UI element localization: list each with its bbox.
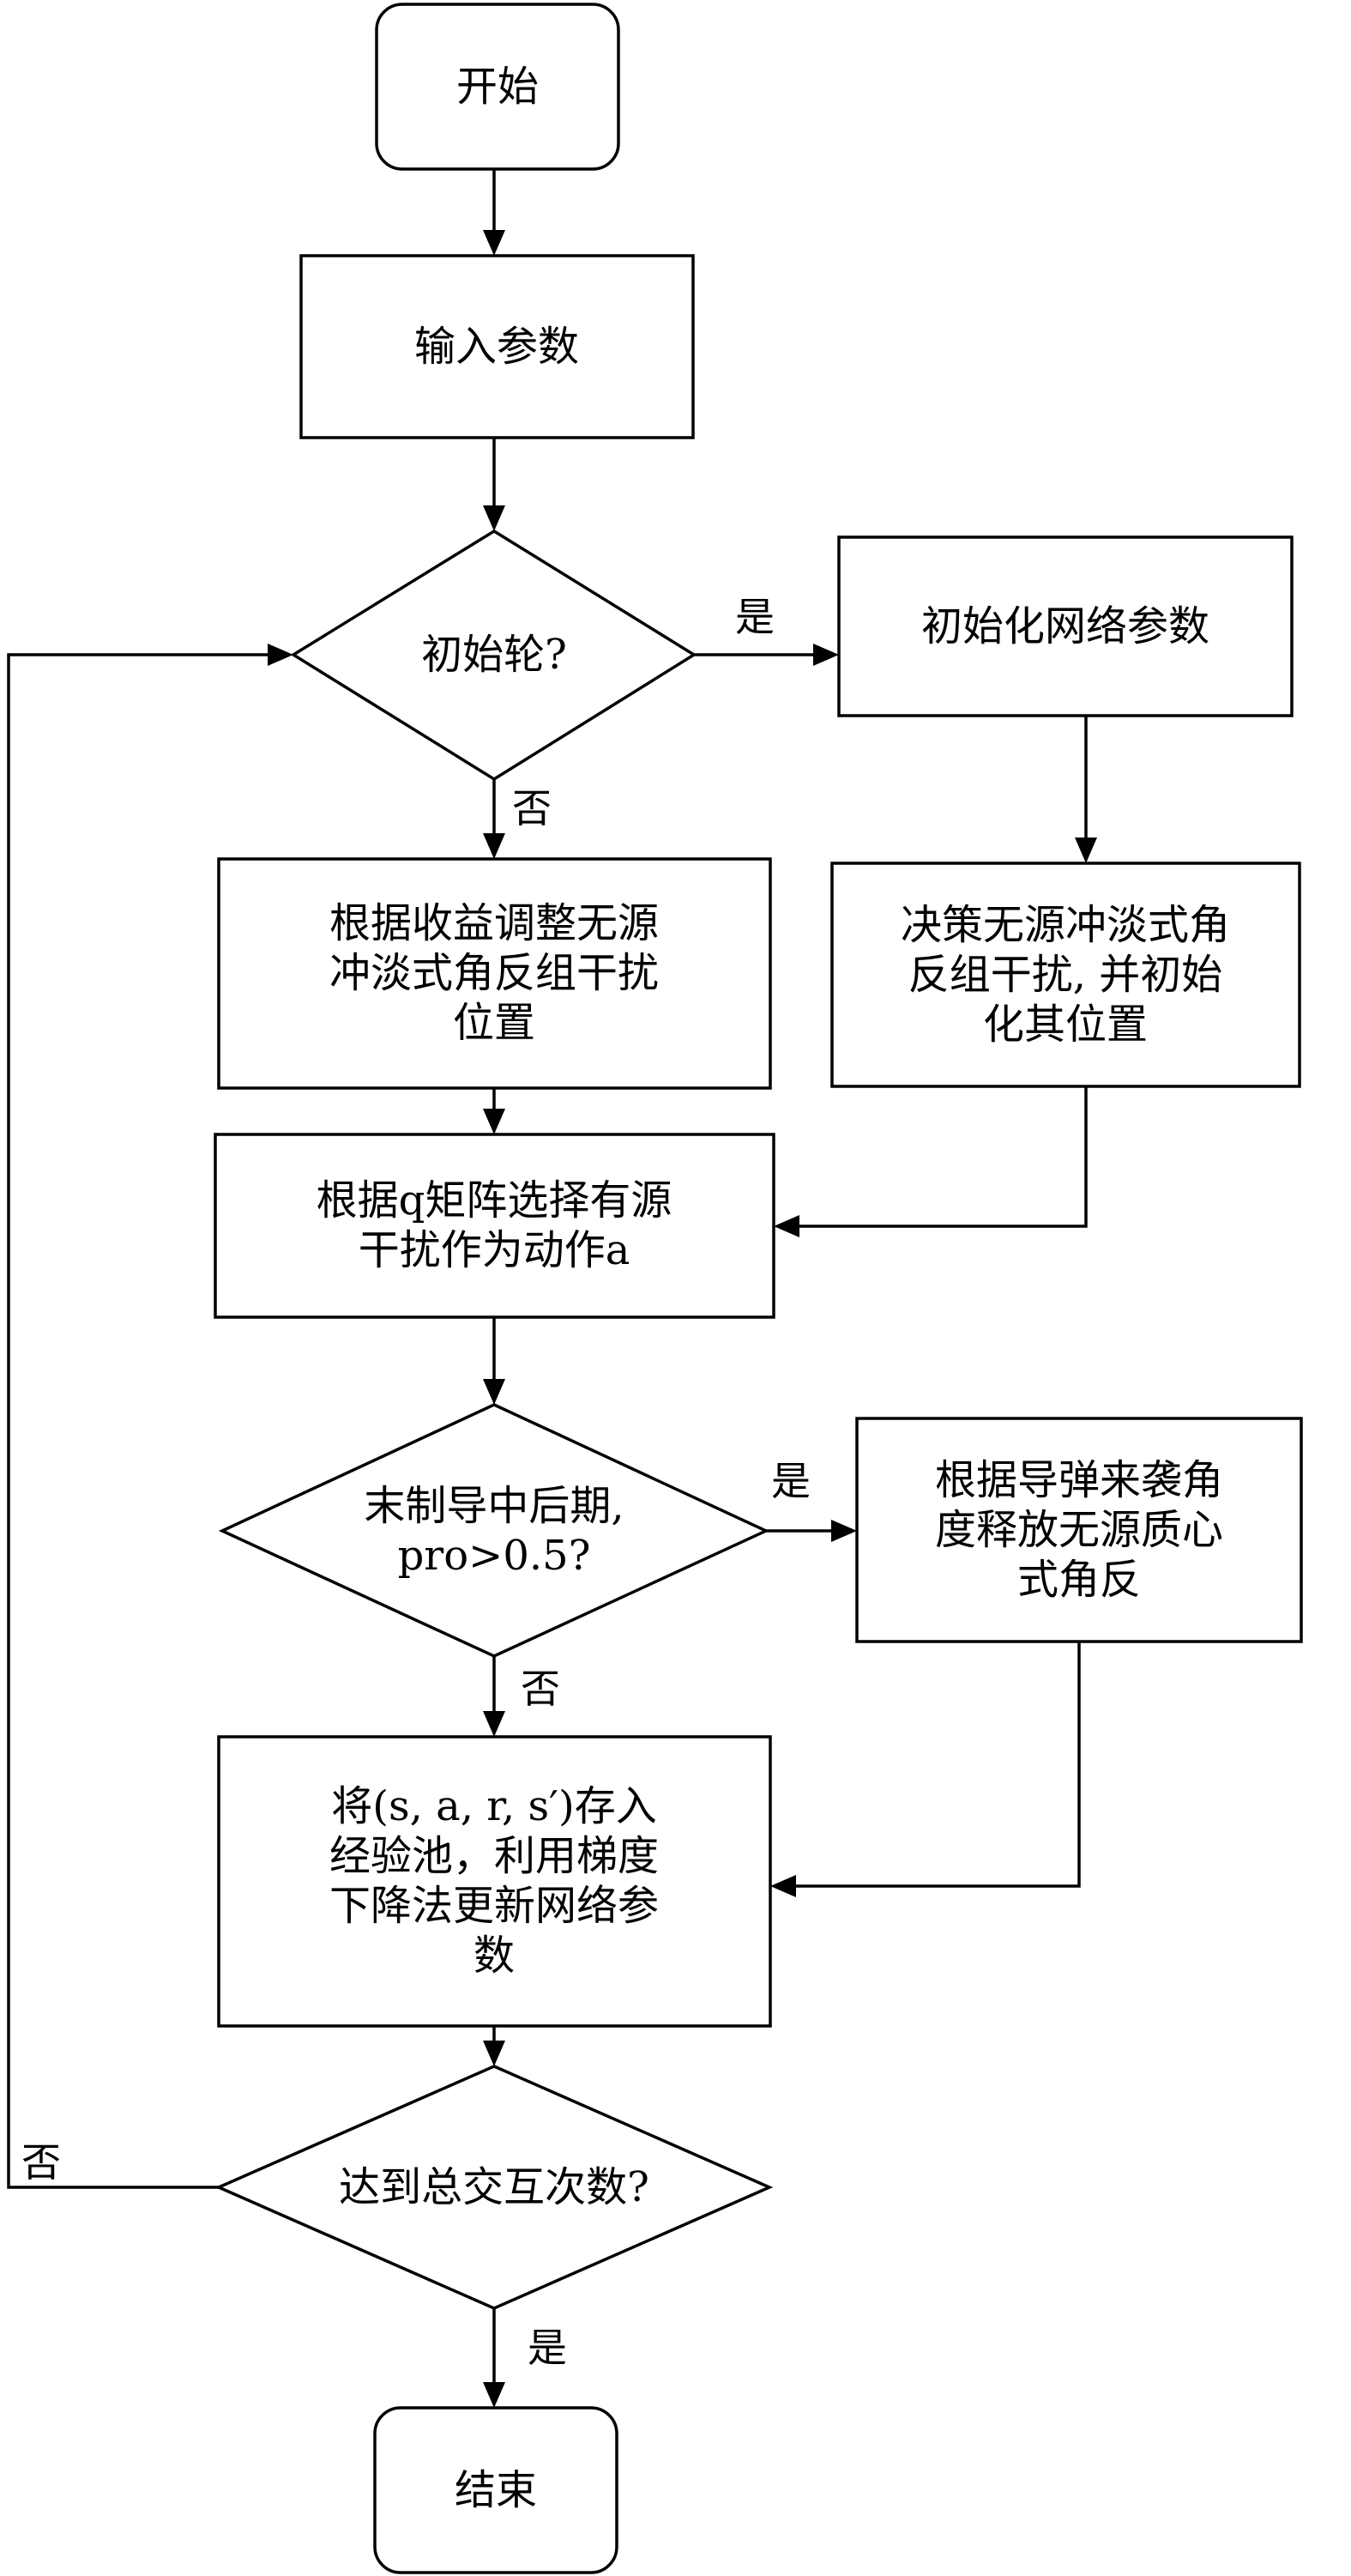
arrowhead-store-from-right — [770, 1875, 796, 1897]
init-network-box — [837, 535, 1294, 717]
label-line: 决策无源冲淡式角 — [901, 901, 1230, 949]
label-line: 达到总交互次数? — [339, 2163, 649, 2211]
edge-release-to-store — [794, 1642, 1081, 1888]
late-guidance-label: 末制导中后期,pro>0.5? — [364, 1482, 624, 1580]
late-guidance-yes-label: 是 — [771, 1458, 811, 1504]
arrowhead-first-round — [483, 505, 505, 531]
release-centroid-box — [855, 1417, 1303, 1643]
reach-total-no-label: 否 — [21, 2139, 61, 2186]
edge-reach-total-no-loop — [7, 653, 269, 2189]
arrowhead-loop-back — [268, 644, 293, 666]
decide-passive-box — [830, 862, 1301, 1088]
select-active-label: 根据q矩阵选择有源干扰作为动作a — [317, 1176, 672, 1274]
arrowhead-store-update — [483, 1711, 505, 1737]
start-label: 开始 — [456, 63, 539, 111]
label-line: 干扰作为动作a — [359, 1226, 630, 1274]
label-line: 初始轮? — [421, 631, 567, 679]
label-line: 根据收益调整无源 — [329, 899, 659, 947]
end-label: 结束 — [455, 2466, 537, 2514]
label-line: 根据q矩阵选择有源 — [317, 1176, 672, 1225]
arrowhead-release-centroid — [831, 1520, 857, 1542]
arrowhead-select-active — [483, 1109, 505, 1134]
label-line: 结束 — [455, 2466, 537, 2514]
label-line: 数 — [473, 1932, 515, 1980]
label-line: 输入参数 — [414, 323, 579, 371]
init-network-label: 初始化网络参数 — [921, 602, 1209, 650]
arrowhead-late-guidance — [483, 1379, 505, 1405]
late-guidance-no-label: 否 — [521, 1666, 560, 1712]
label-line: 下降法更新网络参 — [329, 1882, 659, 1930]
reach-total-label: 达到总交互次数? — [339, 2163, 649, 2211]
store-update-label: 将(s, a, r, s′)存入经验池，利用梯度下降法更新网络参数 — [329, 1782, 659, 1980]
select-active-box — [214, 1133, 775, 1319]
adjust-passive-label: 根据收益调整无源冲淡式角反组干扰位置 — [329, 899, 659, 1047]
label-line: 式角反 — [1017, 1556, 1141, 1604]
edge-decide-to-select — [798, 1086, 1088, 1228]
first-round-label: 初始轮? — [421, 631, 567, 679]
label-line: 初始化网络参数 — [921, 602, 1209, 650]
reach-total-yes-label: 是 — [528, 2325, 567, 2371]
end-terminal — [373, 2406, 618, 2574]
late-guidance-decision — [218, 1403, 770, 1658]
start-terminal — [375, 3, 620, 171]
arrowhead-end — [483, 2382, 505, 2408]
first-round-yes-label: 是 — [735, 594, 775, 640]
store-update-box — [217, 1735, 772, 2028]
input-params-box — [299, 254, 695, 439]
label-line: 度释放无源质心 — [935, 1506, 1223, 1554]
label-line: 末制导中后期, — [364, 1482, 624, 1530]
label-line: 化其位置 — [983, 1001, 1148, 1049]
arrowhead-select-from-right — [774, 1215, 799, 1237]
label-line: 冲淡式角反组干扰 — [329, 949, 659, 997]
label-line: 根据导弹来袭角 — [935, 1456, 1223, 1504]
label-line: 位置 — [453, 999, 535, 1047]
label-line: 反组干扰, 并初始 — [908, 951, 1223, 999]
arrowhead-init-network — [813, 644, 839, 666]
arrowhead-decide-passive — [1075, 838, 1097, 863]
label-line: 将(s, a, r, s′)存入 — [331, 1782, 656, 1830]
arrowhead-reach-total — [483, 2041, 505, 2066]
arrowhead-input — [483, 230, 505, 256]
label-line: 经验池，利用梯度 — [329, 1832, 659, 1880]
arrowhead-adjust-passive — [483, 833, 505, 859]
first-round-no-label: 否 — [512, 785, 552, 831]
label-line: 开始 — [456, 63, 539, 111]
decide-passive-label: 决策无源冲淡式角反组干扰, 并初始化其位置 — [901, 901, 1230, 1049]
release-centroid-label: 根据导弹来袭角度释放无源质心式角反 — [935, 1456, 1223, 1604]
input-params-label: 输入参数 — [414, 323, 579, 371]
label-line: pro>0.5? — [398, 1532, 591, 1580]
adjust-passive-box — [217, 857, 772, 1090]
